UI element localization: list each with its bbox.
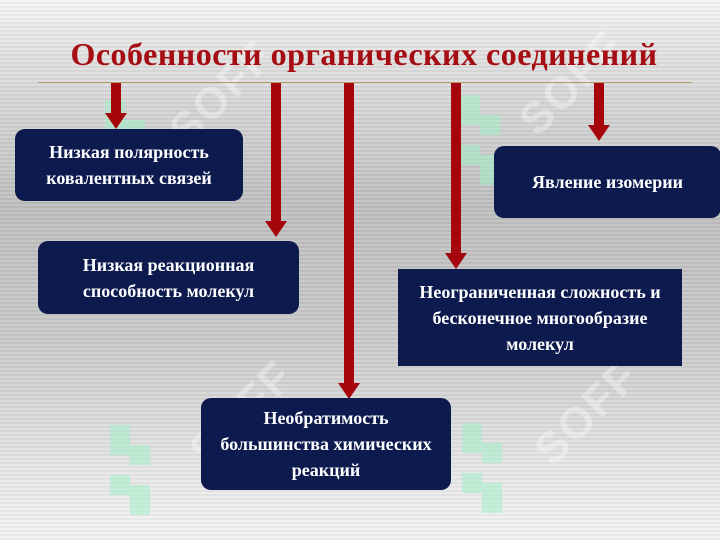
feature-label: Низкая полярность ковалентных связей (46, 142, 212, 188)
feature-label: Необратимость большинства химических реа… (220, 408, 432, 480)
feature-label: Неограниченная сложность и бесконечное м… (419, 281, 661, 354)
feature-box-reactivity: Низкая реакционная способность молекул (38, 241, 299, 314)
feature-label: Явление изомерии (532, 172, 683, 192)
soff-logo-mark-icon (462, 423, 502, 513)
arrow-to-polarity-icon (105, 83, 127, 129)
title-underline (38, 82, 692, 83)
slide-title: Особенности органических соединений (70, 36, 658, 72)
feature-box-irreversibility: Необратимость большинства химических реа… (201, 398, 451, 490)
feature-box-complexity: Неограниченная сложность и бесконечное м… (398, 269, 682, 366)
arrow-to-isomerism-icon (588, 83, 610, 141)
arrow-to-irreversibility-icon (338, 83, 360, 399)
feature-box-isomerism: Явление изомерии (494, 146, 720, 218)
arrow-to-complexity-icon (445, 83, 467, 269)
arrow-to-reactivity-icon (265, 83, 287, 237)
soff-logo-mark-icon (110, 425, 150, 515)
feature-label: Низкая реакционная способность молекул (82, 254, 255, 301)
feature-box-polarity: Низкая полярность ковалентных связей (15, 129, 243, 201)
watermark-text: SOFF (525, 351, 649, 475)
soff-logo-mark-icon (460, 95, 500, 185)
